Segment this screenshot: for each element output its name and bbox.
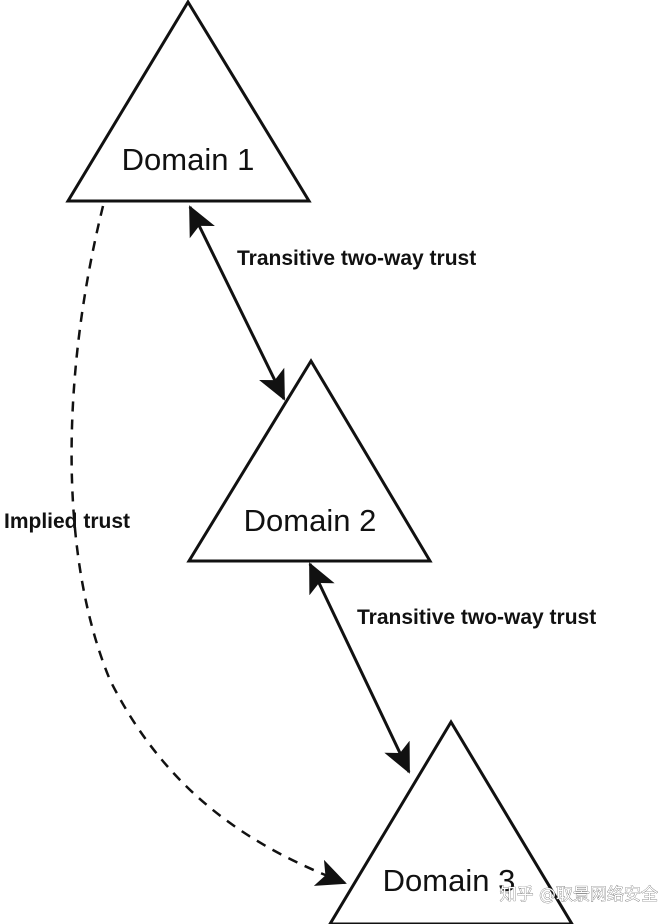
- domain-2-node: Domain 2: [186, 358, 433, 563]
- domain-2-triangle: [186, 358, 433, 563]
- domain-1-node: Domain 1: [65, 0, 312, 203]
- trust-label-2-3: Transitive two-way trust: [357, 606, 596, 629]
- watermark: 知乎 @取景网络安全: [500, 885, 658, 905]
- implied-trust-arrow: [70, 205, 347, 886]
- domain-3-triangle: [328, 719, 574, 924]
- domain-2-label: Domain 2: [244, 503, 377, 538]
- trust-arrow-2-3: [308, 562, 411, 774]
- domain-3-label: Domain 3: [383, 863, 516, 898]
- domain-1-label: Domain 1: [122, 142, 255, 177]
- trust-label-1-2: Transitive two-way trust: [237, 247, 476, 270]
- domain-1-triangle: [65, 0, 312, 203]
- trust-arrow-1-2: [188, 205, 286, 401]
- domain-3-node: Domain 3: [328, 719, 574, 924]
- implied-trust-label: Implied trust: [4, 510, 130, 533]
